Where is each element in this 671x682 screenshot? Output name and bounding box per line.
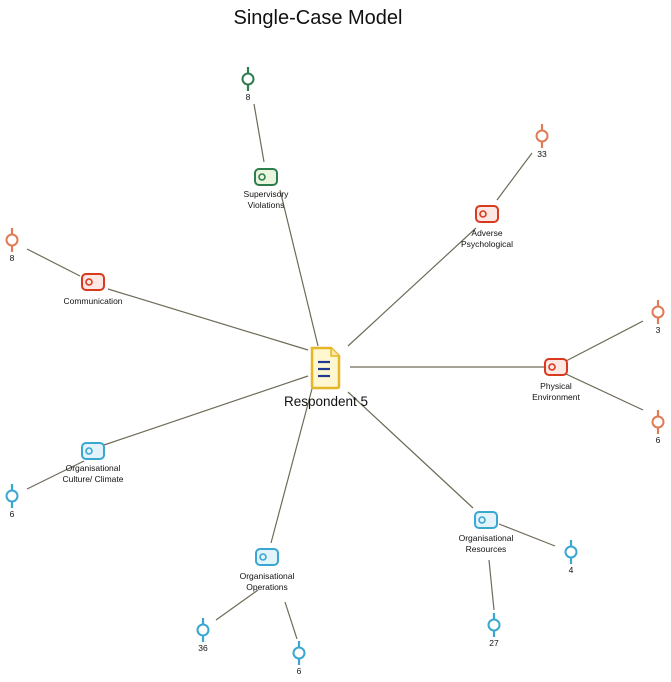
code-tag-icon	[81, 442, 105, 460]
count-label: 27	[489, 638, 499, 648]
document-icon	[310, 346, 341, 390]
edge-resources-count	[498, 523, 556, 547]
edge-resources-count	[488, 559, 495, 611]
edge-culture-count	[26, 460, 85, 490]
edge-culture	[103, 375, 309, 446]
node-label: Resources	[466, 544, 507, 554]
edge-supervisory-count	[253, 103, 265, 163]
edge-operations	[270, 384, 314, 544]
case-marker-icon	[5, 228, 19, 252]
count-label: 6	[656, 435, 661, 445]
count-label: 3	[656, 325, 661, 335]
code-tag-icon	[475, 205, 499, 223]
node-label: Organisational	[66, 463, 121, 473]
nodes: SupervisoryViolations8AdversePsychologic…	[5, 67, 665, 676]
node-label: Environment	[532, 392, 580, 402]
count-marker[interactable]: 27	[487, 613, 501, 648]
count-label: 8	[246, 92, 251, 102]
count-marker[interactable]: 6	[651, 410, 665, 445]
code-tag-icon	[254, 168, 278, 186]
node-label: Physical	[540, 381, 572, 391]
node-label: Organisational	[240, 571, 295, 581]
node-label: Psychological	[461, 239, 513, 249]
node-label: Communication	[63, 296, 122, 306]
code-tag-icon	[544, 358, 568, 376]
count-marker[interactable]: 3	[651, 300, 665, 335]
edge-communication-count	[26, 248, 81, 277]
node-label: Adverse	[471, 228, 502, 238]
edge-adverse-count	[496, 152, 533, 201]
edge-operations-count	[284, 601, 298, 640]
edge-operations-count	[215, 589, 259, 621]
count-label: 8	[10, 253, 15, 263]
count-marker[interactable]: 6	[5, 484, 19, 519]
edges	[26, 103, 644, 640]
case-marker-icon	[241, 67, 255, 91]
node-label: Supervisory	[244, 189, 290, 199]
case-marker-icon	[651, 410, 665, 434]
case-marker-icon	[535, 124, 549, 148]
count-marker[interactable]: 6	[292, 641, 306, 676]
count-marker[interactable]: 8	[5, 228, 19, 263]
count-label: 6	[10, 509, 15, 519]
code-tag-icon	[81, 273, 105, 291]
code-tag-icon	[255, 548, 279, 566]
case-marker-icon	[5, 484, 19, 508]
edge-communication	[107, 288, 309, 351]
edge-resources	[347, 391, 474, 509]
edge-adverse	[347, 227, 477, 347]
count-label: 4	[569, 565, 574, 575]
node-label: Operations	[246, 582, 288, 592]
case-marker-icon	[564, 540, 578, 564]
diagram-title: Single-Case Model	[234, 7, 403, 29]
edge-physical-count	[565, 373, 644, 411]
case-marker-icon	[487, 613, 501, 637]
node-label: Violations	[248, 200, 285, 210]
center-node[interactable]: Respondent 5	[284, 346, 368, 409]
center-label: Respondent 5	[284, 394, 368, 409]
node-communication[interactable]: Communication 8	[5, 228, 123, 306]
code-tag-icon	[474, 511, 498, 529]
count-marker[interactable]: 36	[196, 618, 210, 653]
count-marker[interactable]: 33	[535, 124, 549, 159]
case-marker-icon	[196, 618, 210, 642]
count-label: 36	[198, 643, 208, 653]
count-marker[interactable]: 8	[241, 67, 255, 102]
edge-physical-count	[565, 320, 644, 362]
node-label: Culture/ Climate	[63, 474, 124, 484]
count-label: 6	[297, 666, 302, 676]
count-label: 33	[537, 149, 547, 159]
node-label: Organisational	[459, 533, 514, 543]
count-marker[interactable]: 4	[564, 540, 578, 575]
case-marker-icon	[651, 300, 665, 324]
case-marker-icon	[292, 641, 306, 665]
edge-supervisory	[279, 189, 319, 347]
